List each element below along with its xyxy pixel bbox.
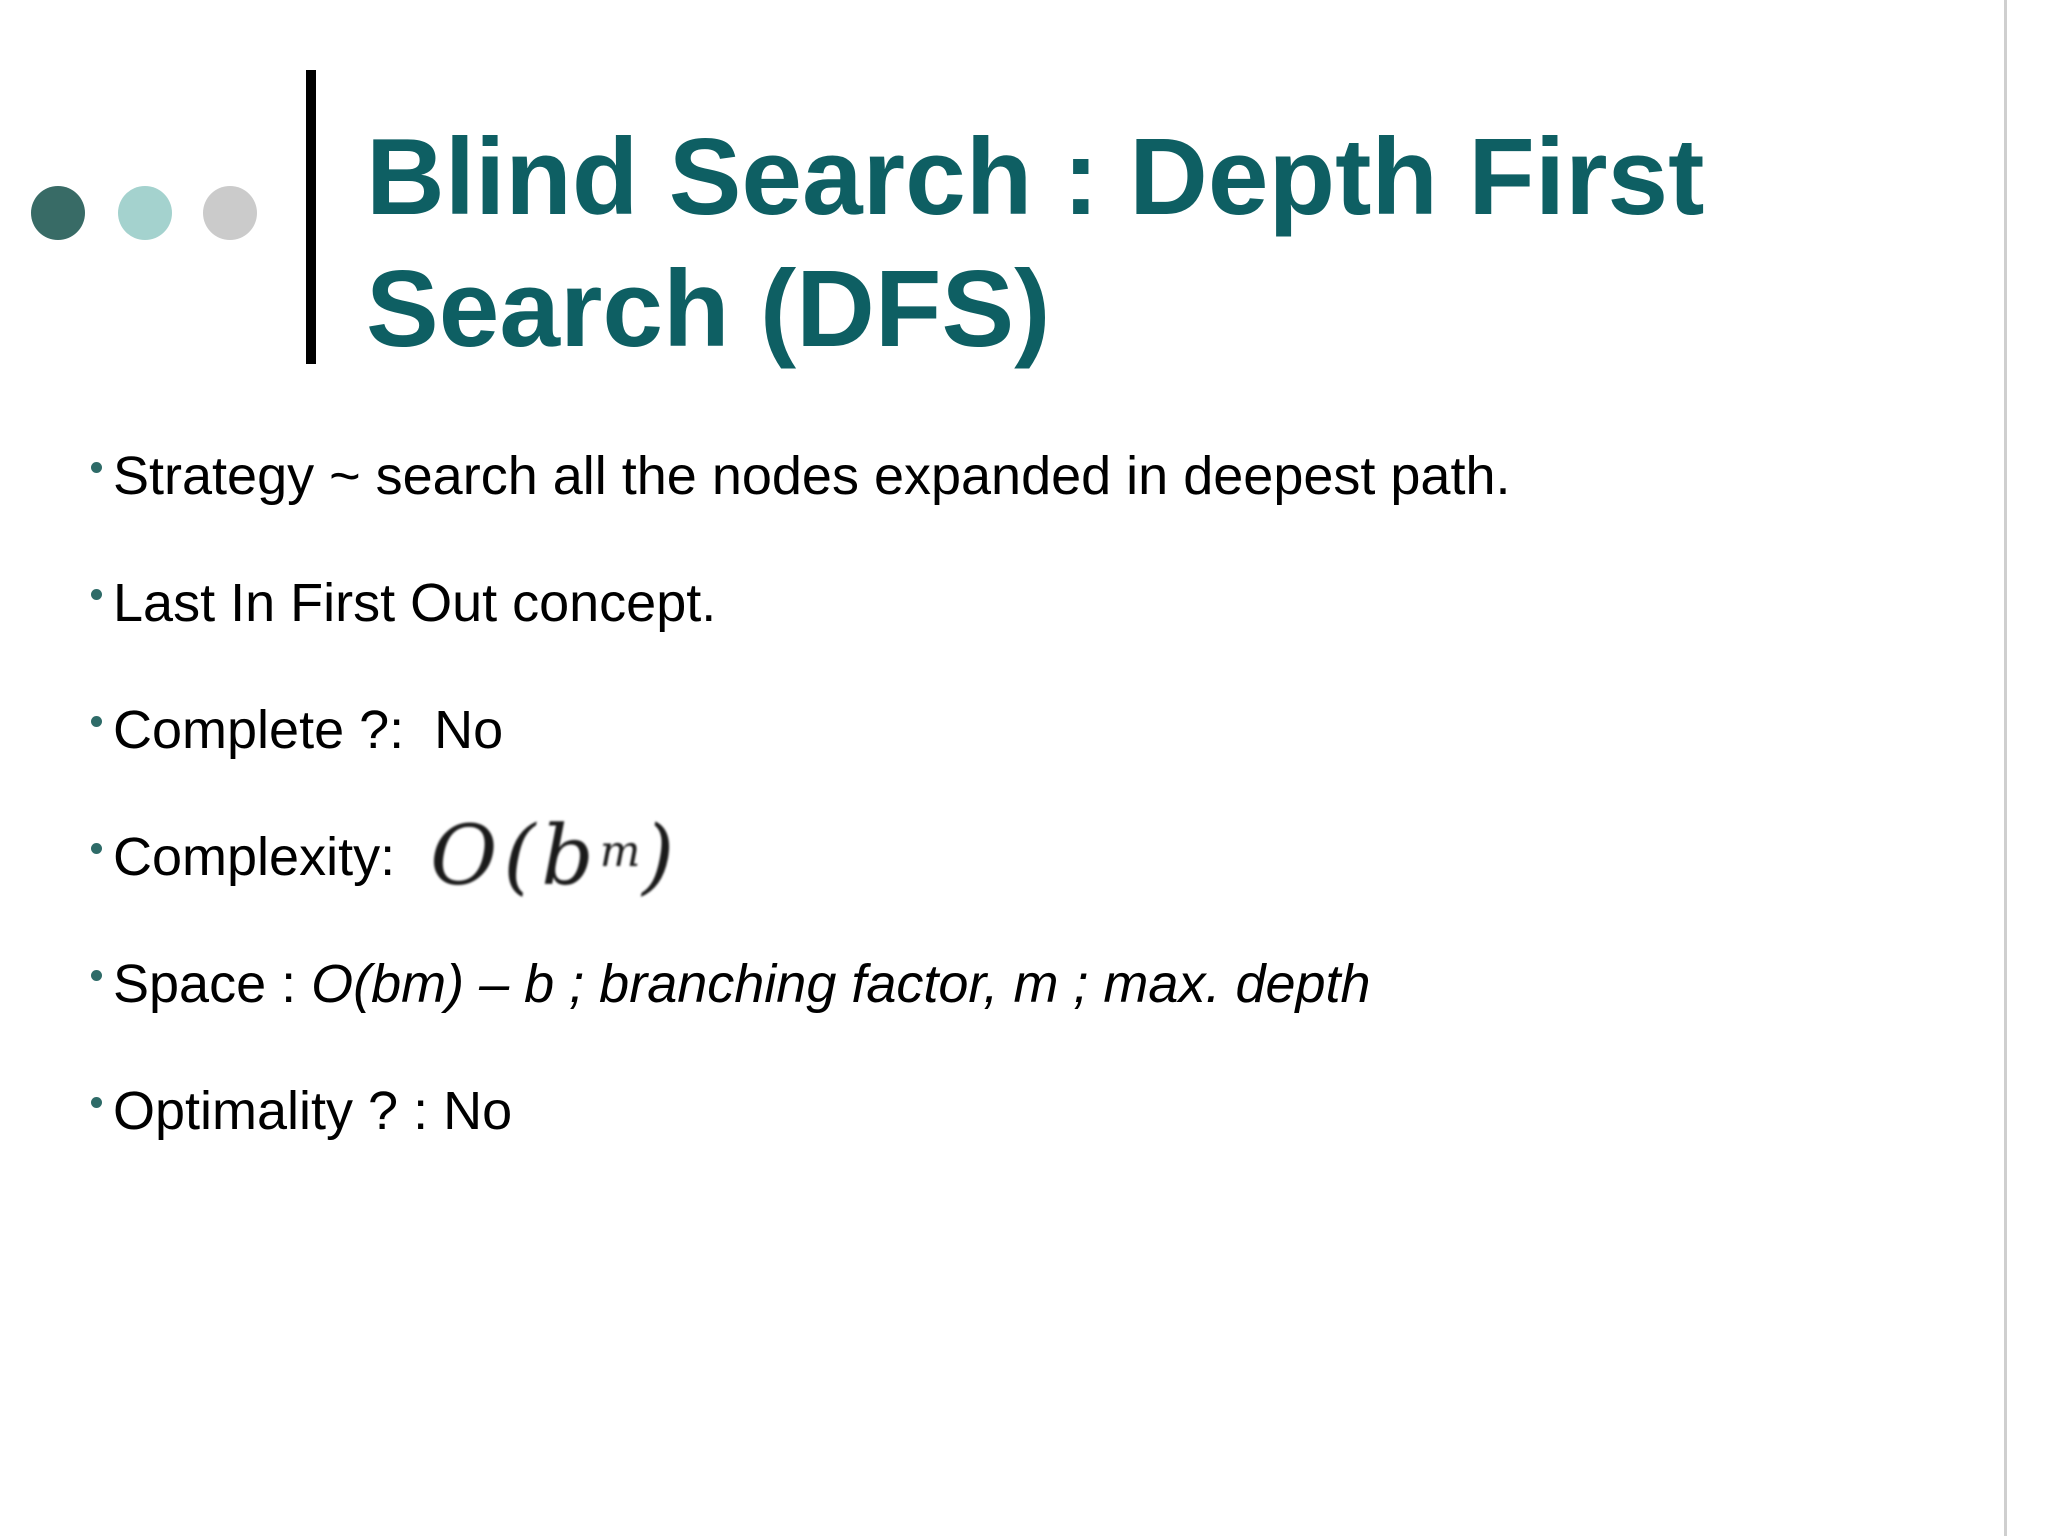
slide-right-border bbox=[2004, 0, 2007, 1536]
bullet-dot-icon bbox=[91, 716, 102, 727]
bullet-item-optimality: Optimality ? : No bbox=[90, 1048, 1990, 1175]
bullet-item-complete: Complete ?: No bbox=[90, 667, 1990, 794]
title-divider-bar bbox=[306, 70, 316, 364]
bullet-dot-icon bbox=[91, 462, 102, 473]
accent-dot-light-icon bbox=[118, 186, 172, 240]
slide-title-line-2: Search (DFS) bbox=[366, 248, 1051, 370]
bullet-text: Last In First Out concept. bbox=[113, 573, 717, 633]
bullet-text: Optimality ? : No bbox=[113, 1081, 513, 1141]
accent-dot-dark-icon bbox=[31, 186, 85, 240]
bullet-item-complexity: Complexity: O(bm) bbox=[90, 794, 1990, 921]
bullet-text-italic: O(bm) – b ; branching factor, m ; max. d… bbox=[311, 954, 1371, 1014]
bullet-dot-icon bbox=[91, 970, 102, 981]
slide-title-line-1: Blind Search : Depth First bbox=[366, 116, 1705, 238]
math-formula-complexity: O(bm) bbox=[430, 809, 680, 904]
accent-dot-gray-icon bbox=[203, 186, 257, 240]
bullet-text: Complete ?: No bbox=[113, 700, 504, 760]
bullet-list: Strategy ~ search all the nodes expanded… bbox=[90, 413, 1990, 1175]
bullet-dot-icon bbox=[91, 1097, 102, 1108]
formula-close: ) bbox=[642, 809, 681, 904]
formula-superscript: m bbox=[599, 827, 643, 878]
bullet-dot-icon bbox=[91, 843, 102, 854]
slide-title: Blind Search : Depth First Search (DFS) bbox=[366, 111, 1704, 375]
bullet-text: Space : bbox=[113, 954, 312, 1014]
bullet-item-strategy: Strategy ~ search all the nodes expanded… bbox=[90, 413, 1990, 540]
bullet-text: Complexity: bbox=[113, 827, 411, 887]
bullet-dot-icon bbox=[91, 589, 102, 600]
bullet-text: Strategy ~ search all the nodes expanded… bbox=[113, 446, 1511, 506]
formula-open: O(b bbox=[430, 809, 600, 904]
bullet-item-lifo: Last In First Out concept. bbox=[90, 540, 1990, 667]
bullet-item-space: Space : O(bm) – b ; branching factor, m … bbox=[90, 921, 1990, 1048]
